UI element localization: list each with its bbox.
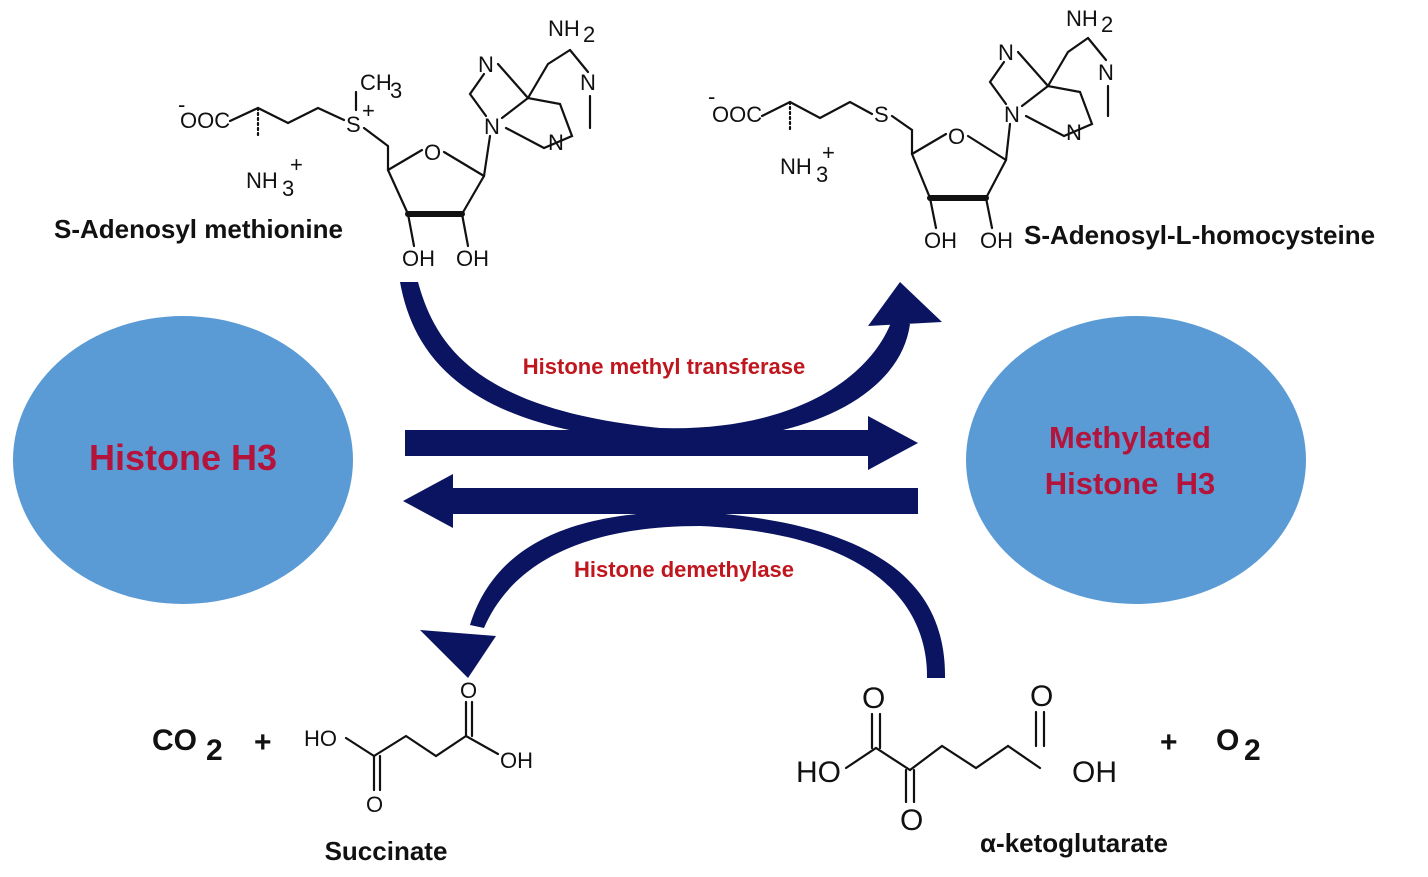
histone-demethylase-label: Histone demethylase <box>574 557 794 582</box>
svg-text:OOC: OOC <box>712 102 762 127</box>
histone-methyl-transferase-label: Histone methyl transferase <box>523 354 805 379</box>
svg-text:O: O <box>862 682 885 715</box>
svg-text:S: S <box>346 112 361 137</box>
plus-sign-left: + <box>254 726 272 759</box>
sah-structure: - OOC NH 3 + S O OH OH N N NH 2 N N <box>708 6 1114 253</box>
forward-arrow <box>405 416 918 470</box>
svg-text:OH: OH <box>500 748 533 773</box>
co2-formula: CO 2 <box>152 724 223 767</box>
methylated-label-line1: Methylated <box>1049 420 1211 455</box>
svg-text:N: N <box>478 52 494 77</box>
svg-text:N: N <box>1004 102 1020 127</box>
svg-text:NH: NH <box>246 168 278 193</box>
o2-formula: O 2 <box>1216 724 1261 767</box>
svg-text:2: 2 <box>583 22 595 47</box>
sah-label: S-Adenosyl-L-homocysteine <box>1024 220 1375 250</box>
svg-text:OH: OH <box>402 246 435 271</box>
svg-text:OH: OH <box>1072 756 1117 789</box>
svg-text:N: N <box>1098 60 1114 85</box>
svg-text:NH: NH <box>1066 6 1098 31</box>
svg-text:OH: OH <box>980 228 1013 253</box>
svg-text:NH: NH <box>548 16 580 41</box>
svg-text:OH: OH <box>456 246 489 271</box>
methylated-histone-h3-node <box>966 316 1306 604</box>
akg-structure: HO O O O OH <box>796 680 1117 837</box>
svg-text:N: N <box>998 40 1014 65</box>
akg-label: α-ketoglutarate <box>980 828 1168 858</box>
demethylase-curved-arrow <box>420 511 946 678</box>
succinate-label: Succinate <box>325 836 448 866</box>
svg-text:2: 2 <box>1101 12 1113 37</box>
methylated-label-line2: Histone H3 <box>1045 466 1216 501</box>
svg-text:O: O <box>900 804 923 837</box>
svg-text:OH: OH <box>924 228 957 253</box>
svg-text:O: O <box>424 140 441 165</box>
histone-h3-label: Histone H3 <box>89 437 277 478</box>
sam-label: S-Adenosyl methionine <box>54 214 343 244</box>
sam-structure: - OOC NH 3 + S + CH 3 O OH OH N N NH 2 <box>178 16 596 271</box>
svg-text:CO: CO <box>152 724 197 757</box>
plus-sign-right: + <box>1160 726 1178 759</box>
svg-text:N: N <box>484 114 500 139</box>
svg-text:O: O <box>1216 724 1239 757</box>
svg-text:N: N <box>548 130 564 155</box>
svg-text:N: N <box>1066 120 1082 145</box>
svg-text:HO: HO <box>304 726 337 751</box>
svg-text:O: O <box>460 678 477 703</box>
svg-text:3: 3 <box>816 162 828 187</box>
svg-text:2: 2 <box>1244 734 1261 767</box>
svg-text:+: + <box>822 140 835 165</box>
svg-text:OOC: OOC <box>180 108 230 133</box>
svg-text:CH: CH <box>360 70 392 95</box>
svg-text:O: O <box>948 124 965 149</box>
svg-text:2: 2 <box>206 734 223 767</box>
svg-text:HO: HO <box>796 756 841 789</box>
svg-text:+: + <box>362 98 375 123</box>
svg-text:-: - <box>178 92 185 117</box>
svg-text:+: + <box>290 152 303 177</box>
svg-text:O: O <box>1030 680 1053 713</box>
methyltransferase-curved-arrow <box>400 282 942 443</box>
svg-text:NH: NH <box>780 154 812 179</box>
svg-text:3: 3 <box>390 78 402 103</box>
svg-text:O: O <box>366 792 383 817</box>
svg-text:3: 3 <box>282 176 294 201</box>
svg-text:-: - <box>708 84 715 109</box>
succinate-structure: HO O O OH <box>304 678 533 817</box>
reverse-arrow <box>403 474 918 528</box>
svg-text:S: S <box>874 102 889 127</box>
histone-h3-node <box>13 316 353 604</box>
svg-text:N: N <box>580 70 596 95</box>
